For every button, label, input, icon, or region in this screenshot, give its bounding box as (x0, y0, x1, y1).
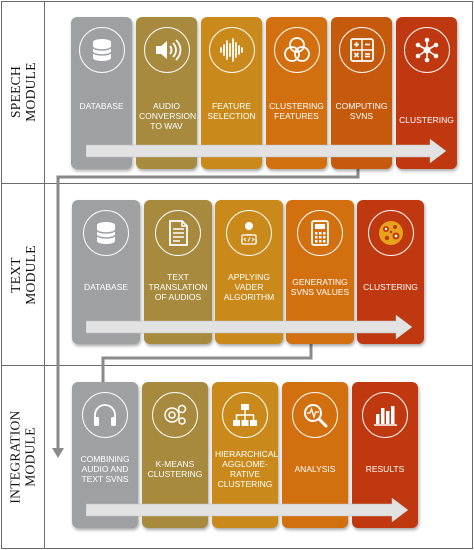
integration-flow-arrow (86, 498, 409, 522)
bar-chart-icon (362, 392, 408, 438)
row-divider-2 (1, 365, 473, 366)
text-step-database-label: DATABASE (83, 282, 129, 292)
text-step-text-translation-label: TEXT TRANSLATION OF AUDIOS (148, 272, 208, 302)
speech-step-computing-svns-label: COMPUTING SVNS (335, 101, 388, 121)
speech-step-clustering-features: CLUSTERING FEATURES (266, 17, 327, 169)
text-step-generating-svns: GENERATING SVNS VALUES (286, 200, 354, 344)
speech-step-audio-conversion: AUDIO CONVERSION TO WAV (136, 17, 197, 169)
speech-step-clustering-label: CLUSTERING (399, 115, 454, 125)
integration-step-results-label: RESULTS (365, 464, 405, 474)
calculator-icon (297, 210, 343, 256)
coder-icon (226, 210, 272, 256)
database-icon (83, 210, 129, 256)
speech-step-database-label: DATABASE (79, 101, 124, 111)
speech-step-computing-svns: COMPUTING SVNS (331, 17, 392, 169)
integration-step-kmeans: K-MEANS CLUSTERING (142, 382, 208, 528)
integration-step-hierarchical: HIERARCHICAL AGGLOME- RATIVE CLUSTERING (212, 382, 278, 528)
speech-to-integration-arrowhead (52, 448, 64, 458)
integration-step-hierarchical-label: HIERARCHICAL AGGLOME- RATIVE CLUSTERING (215, 449, 279, 489)
text-step-clustering-label: CLUSTERING (363, 282, 418, 292)
speech-step-database: DATABASE (71, 17, 132, 169)
text-step-vader-label: APPLYING VADER ALGORITHM (223, 272, 275, 302)
integration-step-analysis: ANALYSIS (282, 382, 348, 528)
speech-flow-arrow (86, 139, 447, 163)
integration-step-combining-label: COMBINING AUDIO AND TEXT SVNS (80, 454, 130, 484)
magnifier-icon (292, 392, 338, 438)
network-icon (403, 27, 450, 73)
text-step-clustering: CLUSTERING (357, 200, 424, 344)
text-step-text-translation: TEXT TRANSLATION OF AUDIOS (144, 200, 212, 344)
text-step-database: DATABASE (72, 200, 140, 344)
row-divider-1 (1, 183, 473, 184)
text-step-generating-svns-label: GENERATING SVNS VALUES (290, 277, 350, 297)
speech-step-feature-selection-label: FEATURE SELECTION (207, 101, 256, 121)
document-icon (155, 210, 201, 256)
label-column-divider (44, 1, 45, 548)
speech-step-clustering-features-label: CLUSTERING FEATURES (269, 101, 324, 121)
integration-step-kmeans-label: K-MEANS CLUSTERING (147, 459, 203, 479)
calculator-icon (338, 27, 385, 73)
database-icon (78, 27, 125, 73)
speaker-icon (143, 27, 190, 73)
speech-step-feature-selection: FEATURE SELECTION (201, 17, 262, 169)
text-flow-arrow (86, 315, 413, 339)
hierarchy-icon (222, 392, 268, 438)
cluster-dots-icon (367, 210, 414, 256)
integration-step-analysis-label: ANALYSIS (294, 464, 336, 474)
speech-step-clustering: CLUSTERING (396, 17, 457, 169)
headphones-icon (82, 392, 128, 438)
speech-step-audio-conversion-label: AUDIO CONVERSION TO WAV (139, 101, 197, 131)
bubbles-icon (152, 392, 198, 438)
integration-step-results: RESULTS (352, 382, 418, 528)
text-to-integration-connector (101, 330, 313, 388)
text-step-vader: APPLYING VADER ALGORITHM (215, 200, 283, 344)
venn-icon (273, 27, 320, 73)
waveform-icon (208, 27, 255, 73)
integration-step-combining: COMBINING AUDIO AND TEXT SVNS (72, 382, 138, 528)
